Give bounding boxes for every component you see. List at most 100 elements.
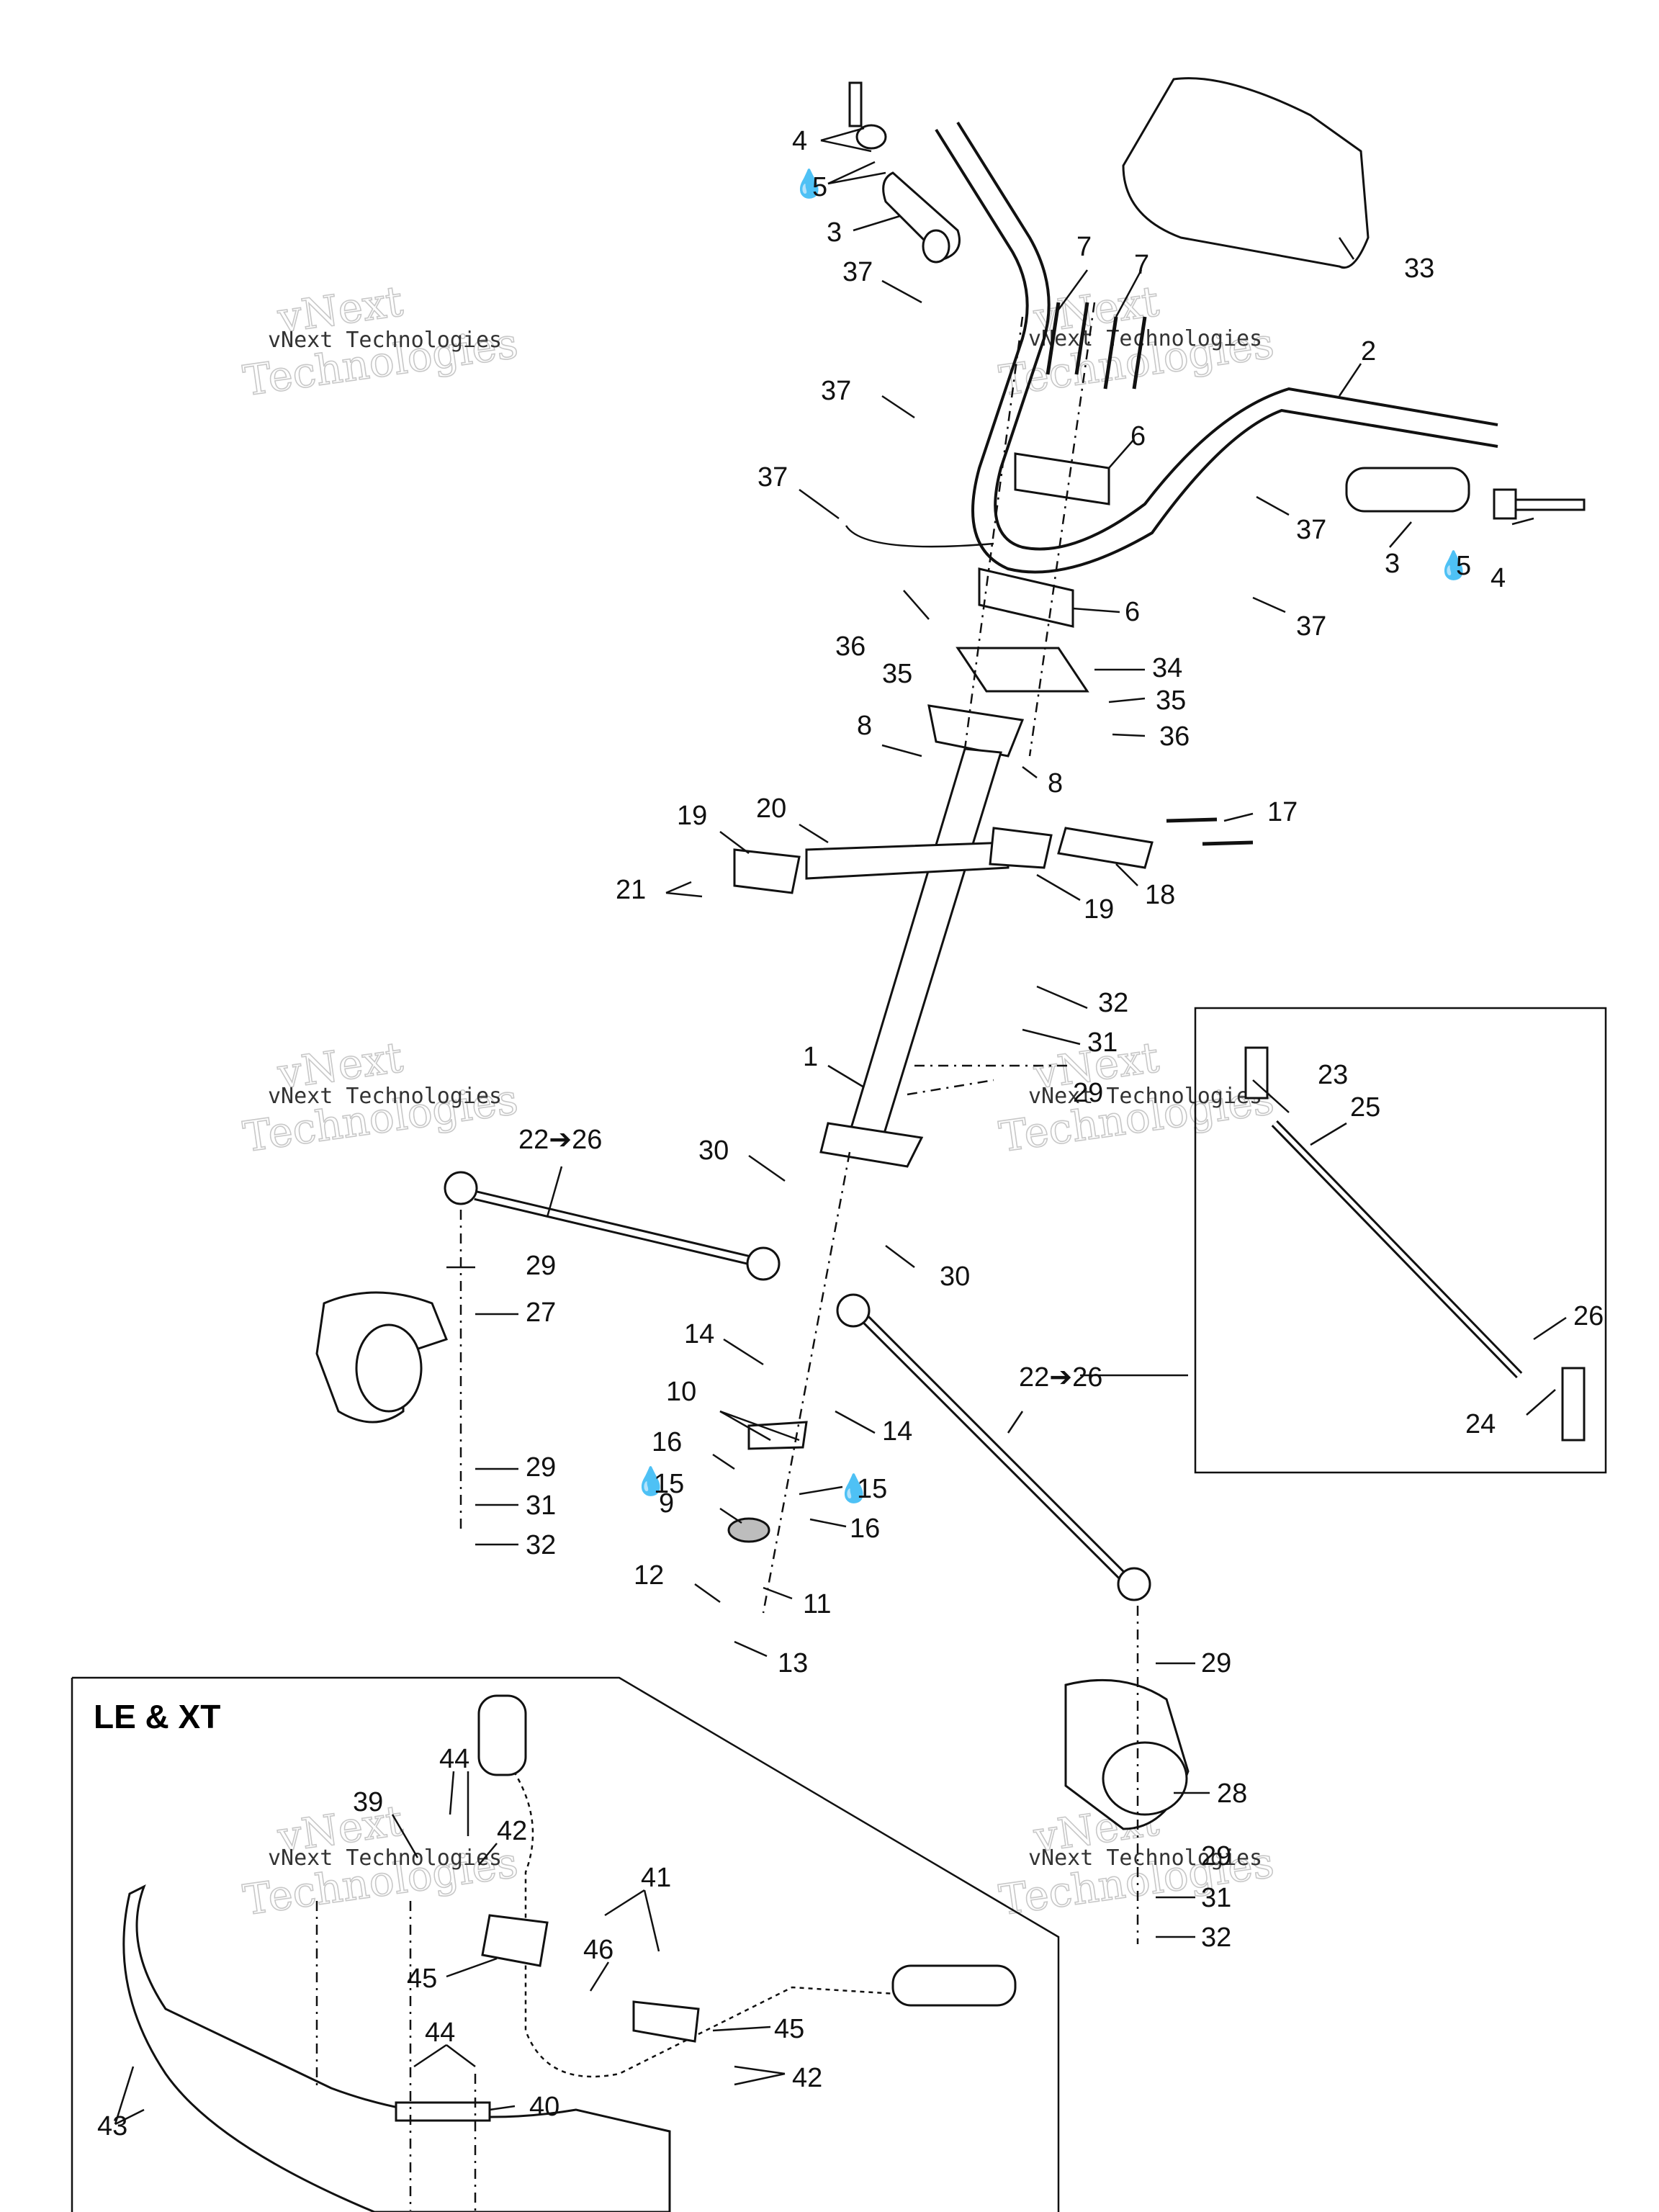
callout-14: 14 — [882, 1416, 912, 1447]
callout-19: 19 — [677, 801, 707, 831]
grip-right — [1345, 467, 1470, 513]
rod-bracket-left — [733, 848, 801, 894]
column-bottom-flange — [819, 1122, 924, 1168]
watermark-small: vNext Technologies — [268, 1084, 502, 1109]
mount-bracket — [956, 647, 1089, 693]
callout-11: 11 — [803, 1589, 831, 1619]
callout-14: 14 — [684, 1319, 714, 1349]
callout-45: 45 — [407, 1964, 437, 1994]
handlebar-pad — [1122, 77, 1370, 269]
callout-26: 26 — [1573, 1301, 1604, 1331]
callout-22-26: 22➔26 — [1019, 1362, 1102, 1393]
callout-9: 9 — [659, 1488, 674, 1519]
callout-27: 27 — [526, 1298, 556, 1328]
callout-32: 32 — [1201, 1923, 1231, 1953]
callout-30: 30 — [698, 1136, 729, 1166]
oil-drop-icon: 💧 — [1437, 549, 1470, 581]
callout-8: 8 — [857, 711, 872, 741]
clamp-bolt — [1103, 316, 1118, 390]
callout-6: 6 — [1130, 421, 1146, 451]
bar-end-right — [1493, 488, 1517, 520]
callout-43: 43 — [97, 2111, 127, 2141]
grip-left-end — [922, 229, 950, 264]
callout-1: 1 — [803, 1042, 818, 1072]
bearing-plate — [747, 1421, 808, 1450]
callout-17: 17 — [1267, 797, 1298, 827]
callout-18: 18 — [1145, 880, 1175, 910]
callout-16: 16 — [652, 1427, 682, 1457]
link-bolt — [1202, 840, 1254, 846]
callout-12: 12 — [634, 1560, 664, 1591]
callout-44: 44 — [425, 2018, 455, 2048]
link-bolt — [1166, 817, 1218, 823]
callout-32: 32 — [1098, 988, 1128, 1018]
callout-33: 33 — [1404, 253, 1434, 284]
hand-guard-bracket — [395, 2101, 491, 2122]
callout-16: 16 — [850, 1514, 880, 1544]
callout-31: 31 — [526, 1491, 556, 1521]
callout-23: 23 — [1318, 1060, 1348, 1090]
tie-rod-left-inner — [475, 1192, 750, 1263]
tie-rod-end-upper — [836, 1293, 871, 1328]
handlebar-inner — [956, 121, 1498, 551]
axis-lines — [315, 302, 1139, 2211]
tie-rod-right-inner — [862, 1316, 1125, 1579]
callout-29: 29 — [526, 1452, 556, 1483]
parts-group — [71, 77, 1607, 2212]
callout-4: 4 — [1491, 563, 1506, 593]
callout-7: 7 — [1076, 232, 1092, 262]
callout-40: 40 — [529, 2092, 559, 2122]
callout-3: 3 — [1385, 549, 1400, 579]
cross-rod — [805, 841, 1010, 880]
callout-39: 39 — [353, 1787, 383, 1817]
callout-42: 42 — [497, 1816, 527, 1846]
inset-mount-bracket-upper — [481, 1914, 549, 1967]
callout-20: 20 — [756, 793, 786, 824]
clamp-bolt — [1046, 302, 1061, 375]
callout-21: 21 — [616, 875, 646, 905]
callout-10: 10 — [666, 1377, 696, 1407]
inset-title: LE & XT — [94, 1698, 220, 1735]
watermark-group: vNext Technologies vNext Technologies vN… — [240, 276, 1277, 1925]
callout-41: 41 — [641, 1863, 671, 1893]
tie-rod-end-left — [444, 1171, 478, 1205]
callout-46: 46 — [583, 1935, 613, 1965]
leader-lines — [114, 127, 1567, 2126]
callout-44: 44 — [439, 1744, 469, 1774]
column-top-plate — [927, 704, 1025, 757]
bearing — [727, 1517, 770, 1543]
hand-guard — [122, 1884, 671, 2212]
callout-29: 29 — [1201, 1841, 1231, 1871]
oil-drop-icon: 💧 — [792, 168, 826, 199]
rod-bracket-right — [989, 827, 1053, 869]
inset-frame — [71, 1676, 1060, 2212]
oil-drop-icon: 💧 — [634, 1465, 667, 1497]
callout-5: 5 — [812, 172, 827, 202]
inset-mount-bracket-lower — [632, 2000, 700, 2043]
callout-6: 6 — [1125, 597, 1140, 627]
oil-drop-icon: 💧 — [837, 1473, 871, 1504]
clamp-bolt — [1074, 302, 1089, 375]
callout-31: 31 — [1087, 1028, 1118, 1058]
bar-end-left — [855, 124, 887, 150]
watermark-small: vNext Technologies — [1028, 326, 1262, 351]
inset-grip-right — [891, 1964, 1017, 2007]
callout-29: 29 — [1201, 1648, 1231, 1678]
callout-22-26: 22➔26 — [518, 1125, 602, 1155]
callout-8: 8 — [1048, 768, 1063, 799]
detail-ball-joint-bottom — [1561, 1367, 1586, 1442]
callout-37: 37 — [757, 462, 788, 493]
callout-24: 24 — [1465, 1409, 1496, 1439]
callout-2: 2 — [1361, 336, 1376, 367]
callout-35: 35 — [882, 659, 912, 689]
inset-grip-left — [477, 1694, 527, 1776]
callout-7: 7 — [1134, 250, 1149, 280]
inset-handlebar — [503, 1756, 908, 2078]
callout-5: 5 — [1456, 551, 1471, 581]
callout-29: 29 — [526, 1251, 556, 1281]
watermark-small: vNext Technologies — [1028, 1845, 1262, 1871]
tie-rod-end-lower — [1117, 1567, 1151, 1601]
tie-rod-end-right — [746, 1246, 781, 1281]
callout-31: 31 — [1201, 1883, 1231, 1913]
